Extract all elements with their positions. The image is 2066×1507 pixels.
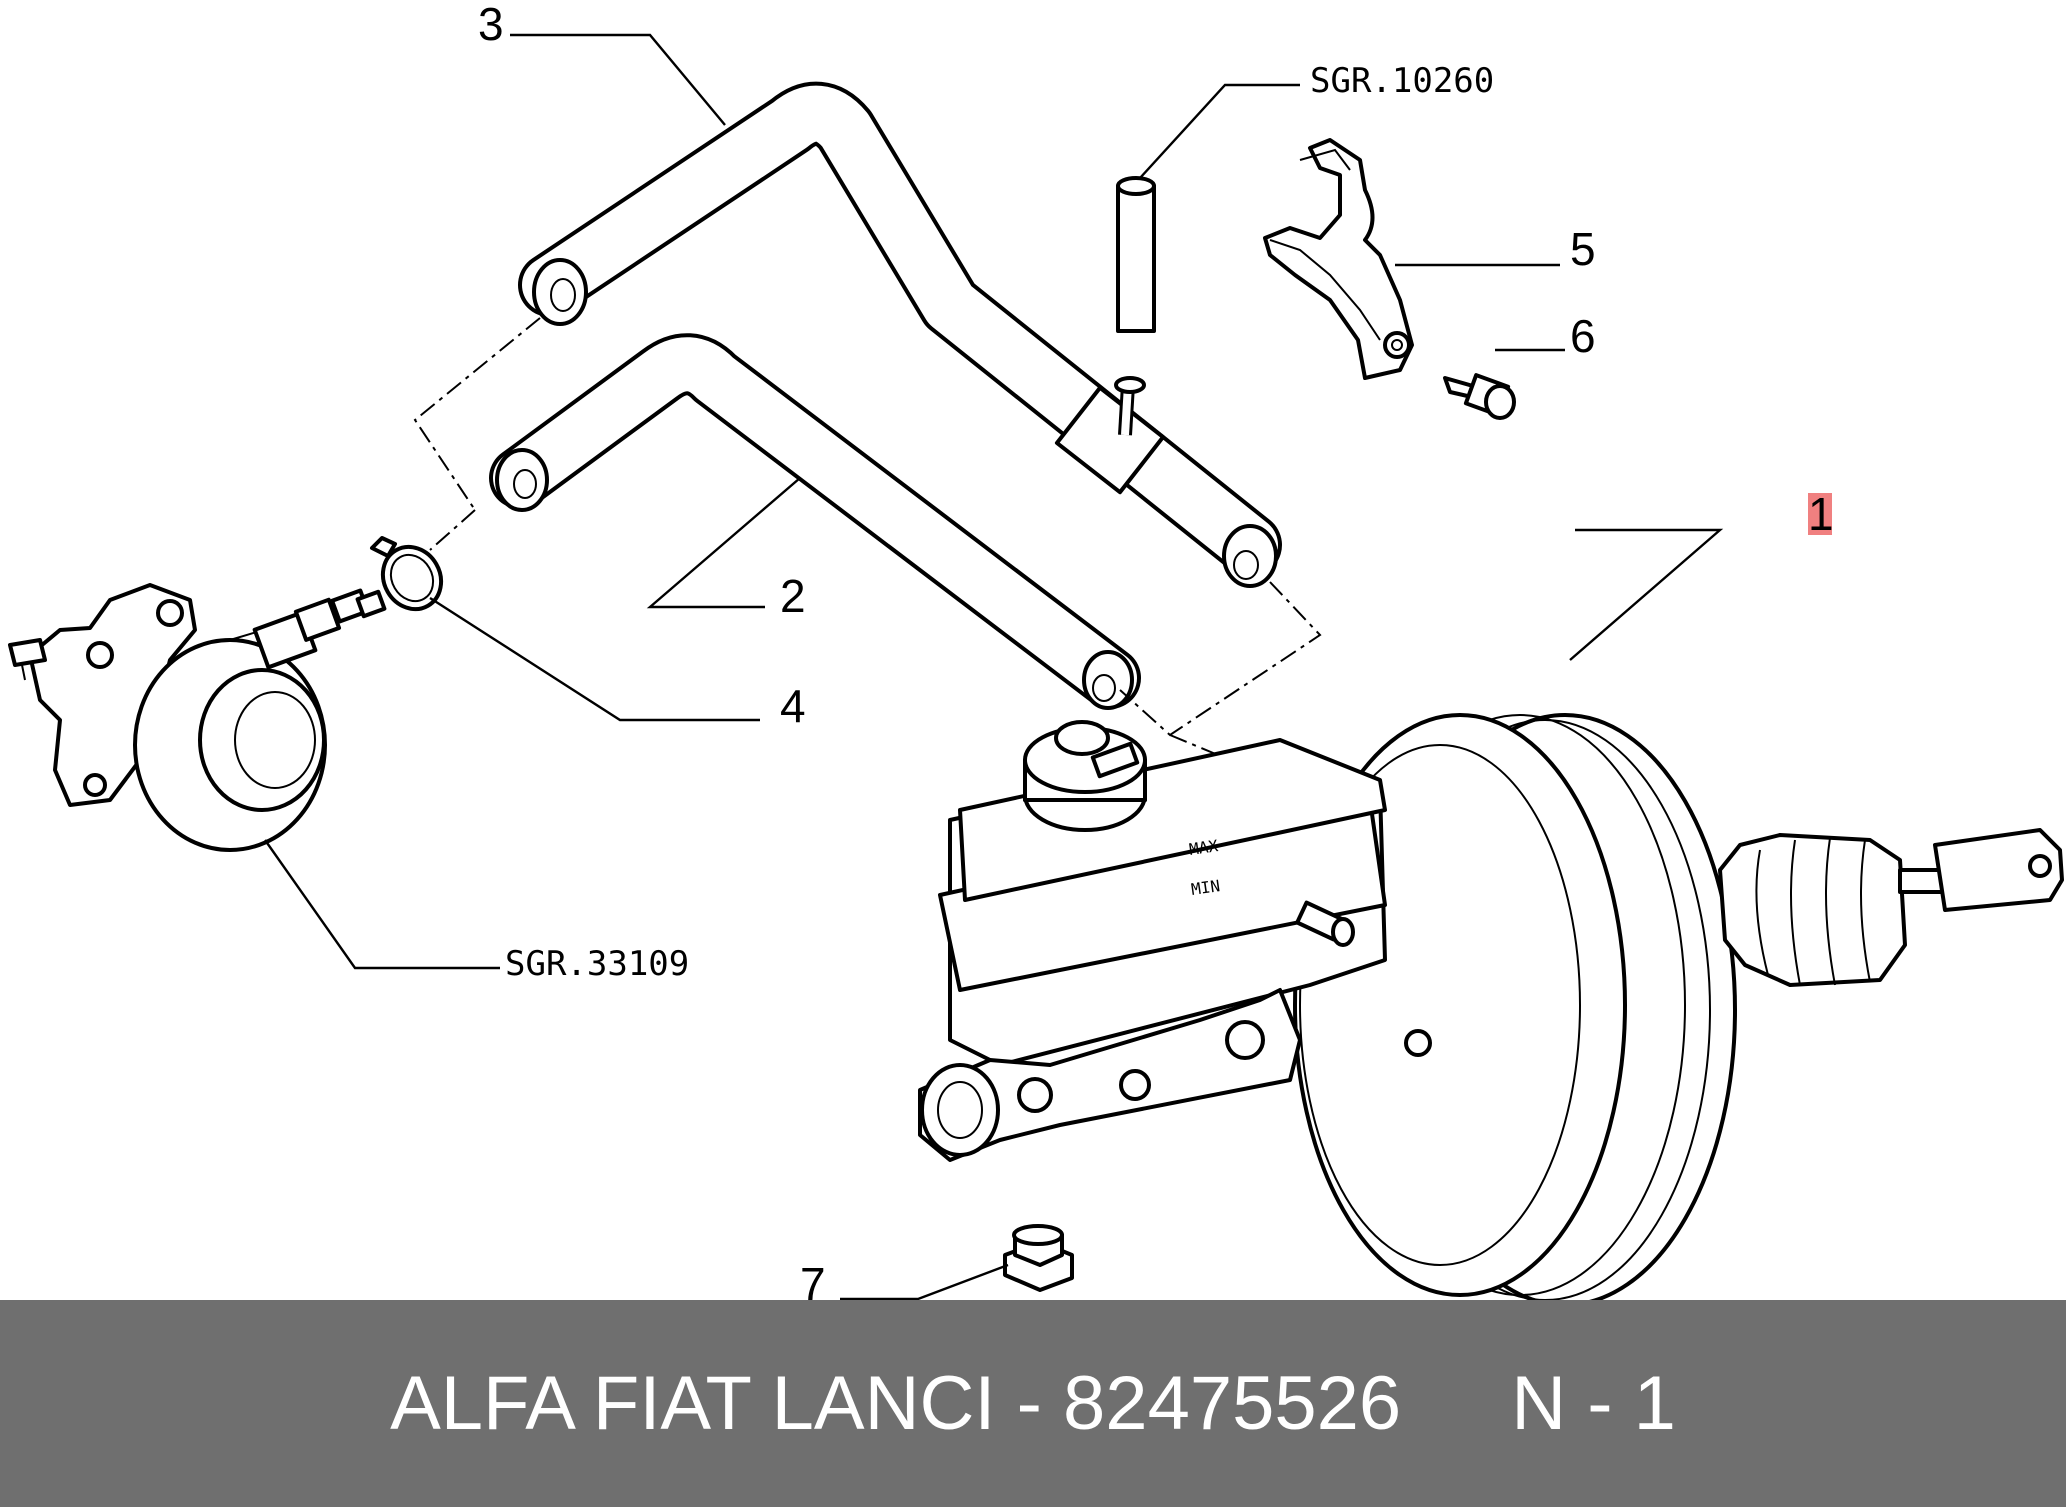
short-hose[interactable] bbox=[1116, 176, 1156, 333]
footer-position: N - 1 bbox=[1511, 1361, 1676, 1446]
nut-7[interactable] bbox=[1003, 1224, 1074, 1292]
bracket-5[interactable] bbox=[1263, 138, 1414, 380]
callout-1-highlight bbox=[1808, 493, 1832, 535]
brake-booster-1[interactable] bbox=[1293, 713, 2064, 1300]
callout-7: 7 bbox=[800, 1258, 826, 1300]
min-mark: MIN bbox=[1190, 876, 1221, 899]
max-mark: MAX bbox=[1188, 836, 1220, 859]
callout-4: 4 bbox=[780, 680, 806, 732]
callout-1: 1 bbox=[1808, 488, 1834, 540]
parts-diagram: MAX MIN 3 5 6 1 2 4 7 SGR.10260 SGR.3310… bbox=[8, 0, 2064, 1300]
callout-6: 6 bbox=[1570, 310, 1596, 362]
hose-3[interactable] bbox=[518, 81, 1282, 588]
clamp-4[interactable] bbox=[370, 536, 452, 619]
callout-3: 3 bbox=[478, 0, 504, 50]
vacuum-pump[interactable] bbox=[8, 583, 387, 852]
ref-sgr-10260: SGR.10260 bbox=[1310, 61, 1494, 101]
footer-banner: ALFA FIAT LANCI - 82475526 N - 1 bbox=[0, 1300, 2066, 1507]
hose-2[interactable] bbox=[489, 333, 1141, 710]
footer-part-info: ALFA FIAT LANCI - 82475526 bbox=[390, 1361, 1402, 1446]
bolt-6[interactable] bbox=[1443, 373, 1516, 420]
master-cylinder[interactable]: MAX MIN bbox=[918, 720, 1432, 1162]
callout-2: 2 bbox=[780, 570, 806, 622]
ref-sgr-33109: SGR.33109 bbox=[505, 944, 689, 984]
callout-5: 5 bbox=[1570, 223, 1596, 275]
